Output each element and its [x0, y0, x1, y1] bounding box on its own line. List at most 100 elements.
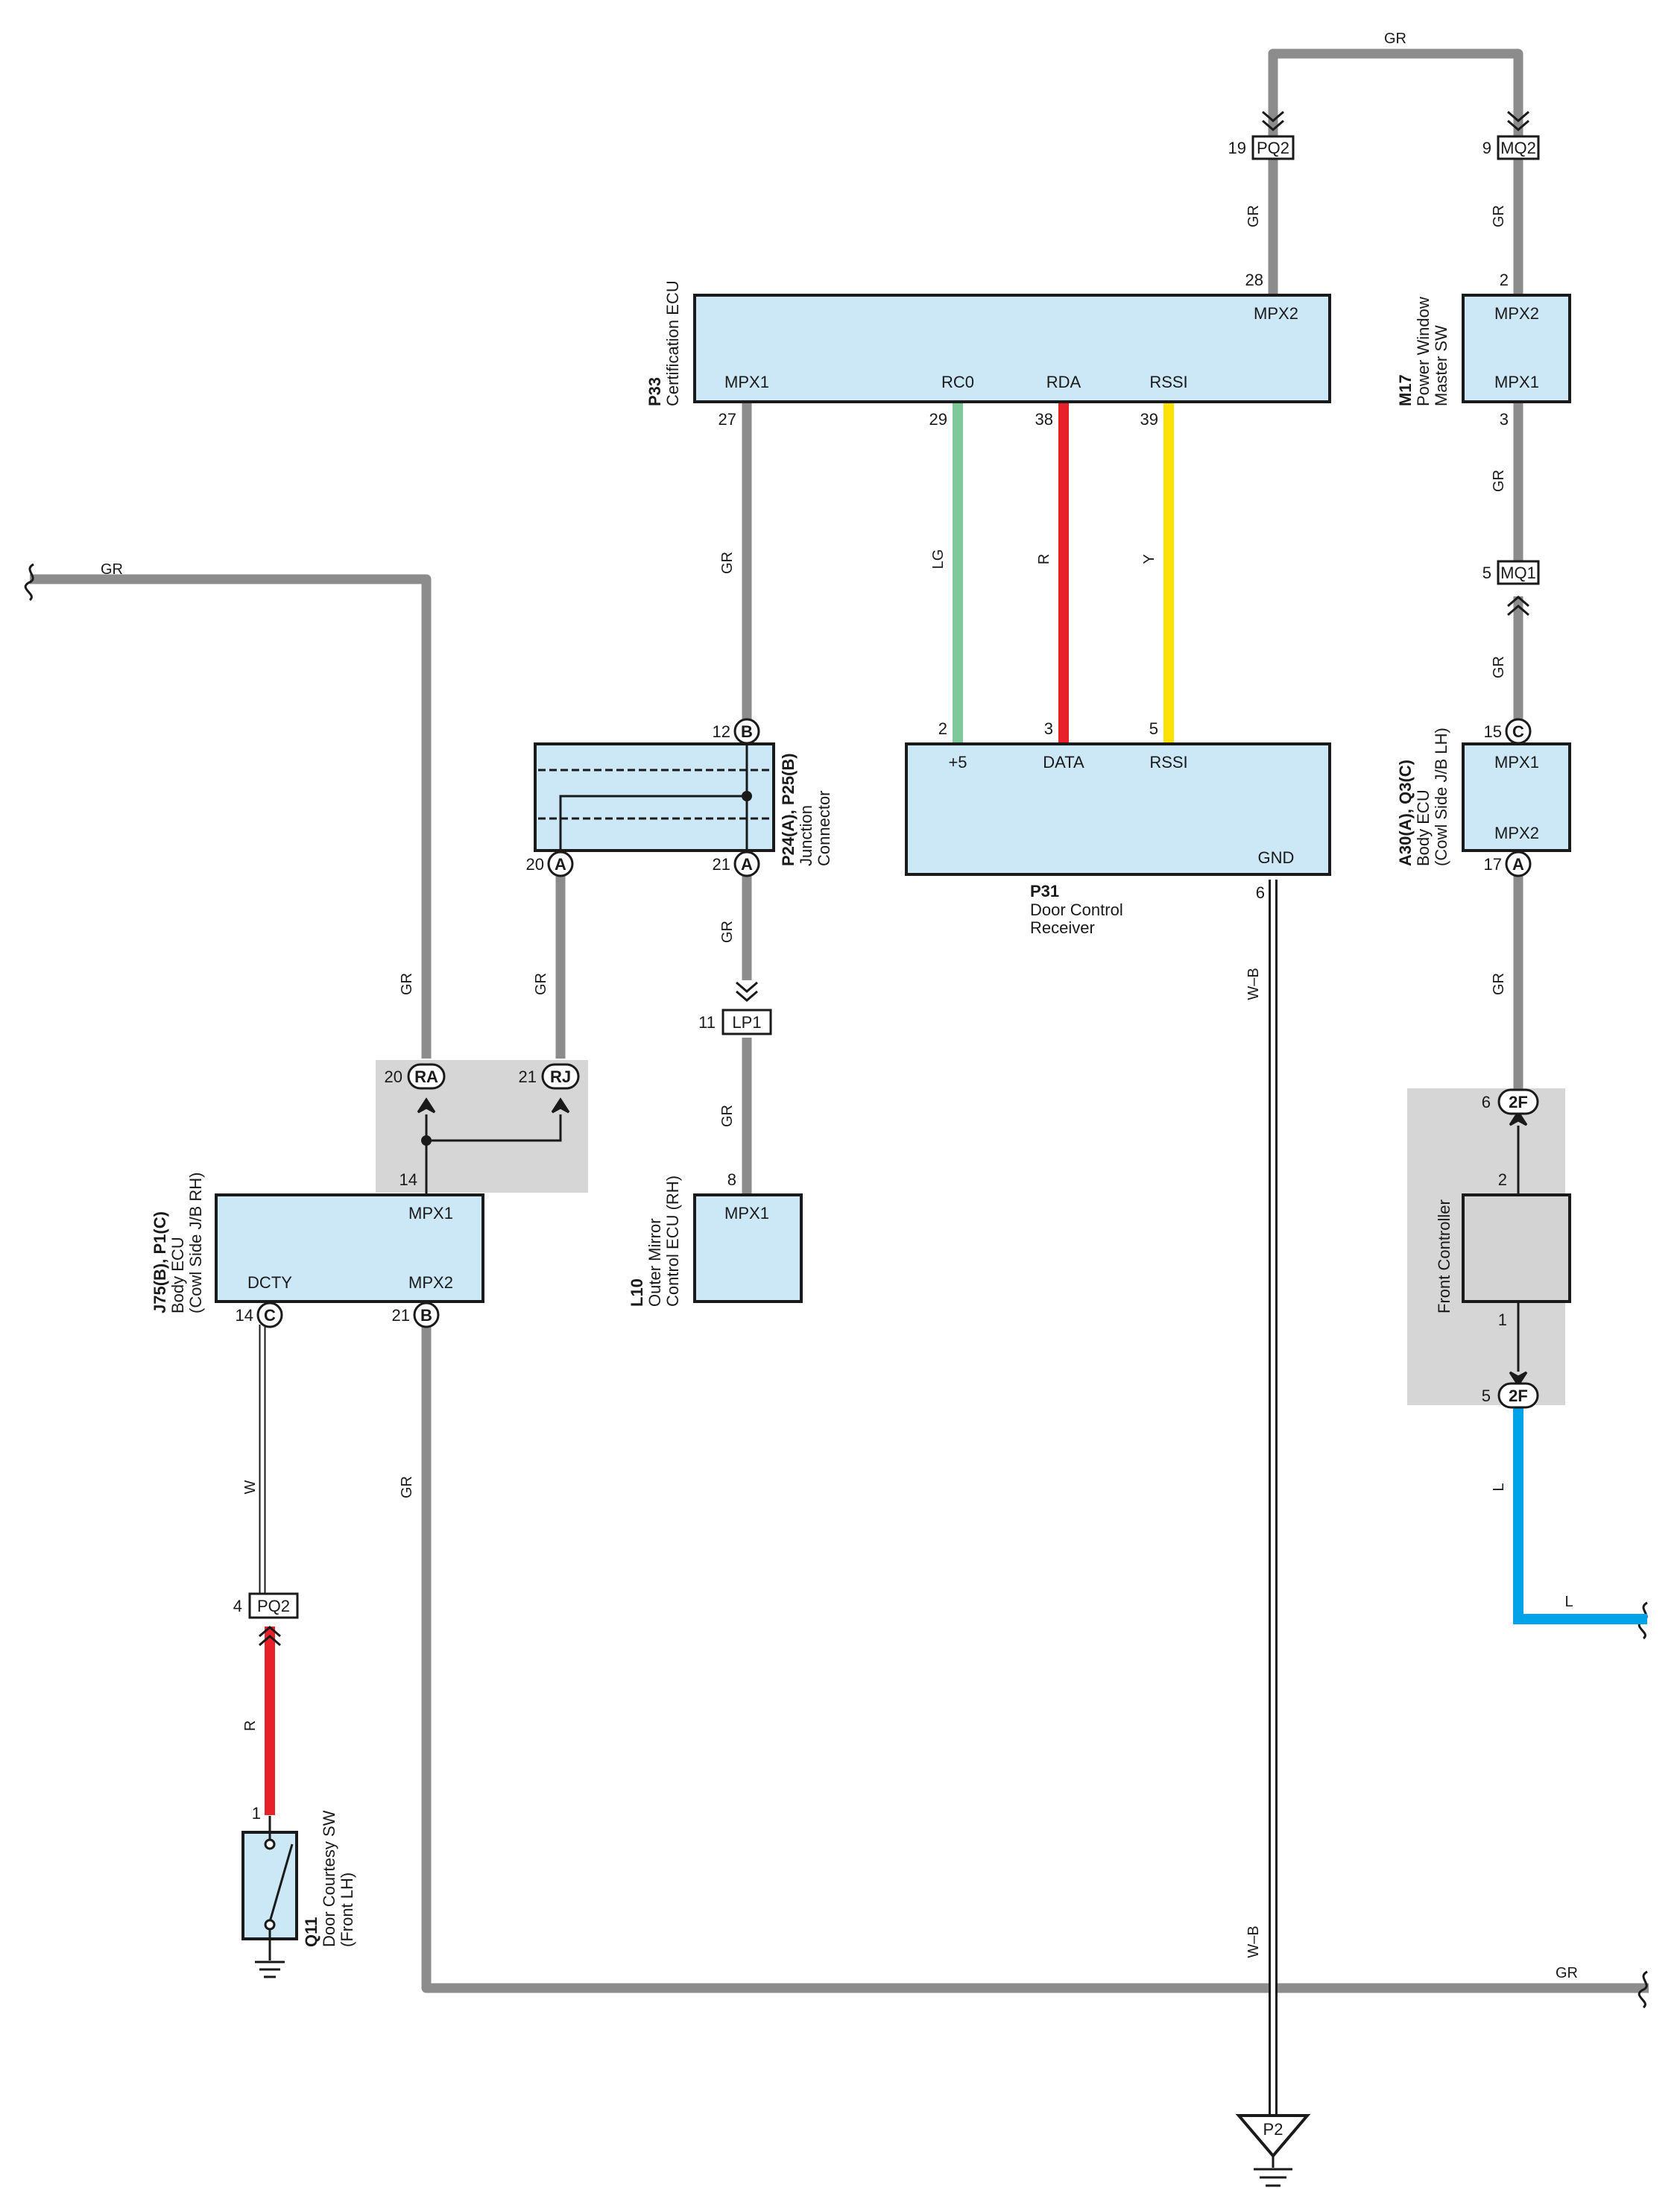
connector-2f-pin6	[1497, 1088, 1539, 1115]
connector-pq2-top-id: PQ2	[1257, 139, 1289, 157]
svg-text:A30(A), Q3(C): A30(A), Q3(C)	[1396, 760, 1415, 866]
pin-circle-j75-14	[256, 1302, 283, 1328]
front-controller-caption: Front Controller	[1435, 1199, 1453, 1313]
svg-text:Certification ECU: Certification ECU	[663, 280, 682, 406]
p24-pin-number-12: 12	[713, 722, 730, 741]
p33-pin-mpx1: MPX1	[724, 373, 769, 391]
l10-pin-mpx1: MPX1	[724, 1204, 769, 1223]
connector-pq2-low-id: PQ2	[257, 1597, 290, 1615]
svg-text:(Cowl Side J/B LH): (Cowl Side J/B LH)	[1432, 728, 1450, 866]
pin-circle-a30-17-label: A	[1512, 855, 1524, 874]
connector-lp1-id: LP1	[732, 1013, 761, 1032]
connector-ra-num: 20	[385, 1067, 402, 1086]
p31-pin-number-2: 2	[938, 719, 947, 738]
connector-rj-id: RJ	[550, 1067, 571, 1086]
q11-door-courtesy-switch	[241, 1816, 298, 1960]
pin-circle-p24-21	[733, 851, 760, 877]
pin-circle-p24-20-label: A	[555, 855, 566, 874]
p33-pin-rda: RDA	[1046, 373, 1081, 391]
wire-label-gr-left-top: GR	[101, 561, 123, 578]
wire-label-l-v: L	[1491, 1483, 1507, 1491]
wire-label-gr-lp1-a: GR	[719, 921, 736, 943]
wire-label-r-q11: R	[242, 1720, 259, 1731]
a30-caption: A30(A), Q3(C) Body ECU (Cowl Side J/B LH…	[1396, 728, 1450, 866]
connector-2f-pin5-num: 5	[1482, 1387, 1491, 1405]
connector-lp1-num: 11	[698, 1013, 716, 1032]
p33-pin-number-28: 28	[1245, 271, 1263, 289]
svg-text:(Cowl Side J/B RH): (Cowl Side J/B RH)	[186, 1173, 205, 1313]
front-controller-pin-number-2: 2	[1498, 1170, 1507, 1189]
body-ecu-rh-internal-splice	[417, 1097, 570, 1195]
m17-pin-number-3: 3	[1500, 410, 1509, 429]
wire-label-gr-bottom-v: GR	[399, 1476, 415, 1498]
connector-mq2-id: MQ2	[1500, 139, 1536, 157]
a30-pin-mpx2: MPX2	[1494, 824, 1539, 842]
m17-pin-mpx2: MPX2	[1494, 304, 1539, 323]
connector-mq2	[1497, 135, 1540, 160]
pin-circle-j75-14-label: C	[264, 1306, 276, 1325]
p31-pin-number-5: 5	[1149, 719, 1158, 738]
svg-text:P31: P31	[1030, 882, 1059, 900]
p33-certification-ecu-box	[693, 294, 1331, 403]
wire-label-gr-mq1: GR	[1491, 656, 1507, 678]
svg-text:GR: GR	[533, 973, 549, 995]
chevron-pq2-top-icon	[1262, 110, 1284, 131]
j75-pin-dcty: DCTY	[247, 1273, 292, 1292]
j75-pin-number-14-top: 14	[400, 1170, 417, 1189]
p33-caption: P33 Certification ECU	[645, 280, 682, 406]
pin-circle-a30-15	[1505, 718, 1532, 745]
svg-text:Front Controller: Front Controller	[1435, 1199, 1453, 1313]
svg-text:GR: GR	[399, 973, 415, 995]
connector-lp1	[721, 1009, 772, 1035]
pin-circle-p24-20	[547, 851, 574, 877]
j75-pin-number-21: 21	[392, 1306, 410, 1325]
svg-text:Master SW: Master SW	[1432, 325, 1450, 406]
wire-label-gr-left: GR	[399, 973, 415, 995]
p33-pin-number-39: 39	[1140, 410, 1158, 429]
m17-caption: M17 Power Window Master SW	[1396, 297, 1450, 406]
connector-pq2-top-num: 19	[1228, 139, 1246, 157]
pin-circle-j75-21-label: B	[420, 1306, 432, 1325]
l10-outer-mirror-ecu-box	[693, 1193, 803, 1303]
svg-text:L: L	[1491, 1483, 1507, 1491]
connector-ra	[407, 1063, 446, 1090]
svg-text:Q11: Q11	[302, 1917, 320, 1947]
p31-pin-number-6: 6	[1256, 883, 1265, 902]
p33-pin-number-29: 29	[929, 410, 947, 429]
svg-text:GR: GR	[399, 1476, 415, 1498]
ground-p2-symbol	[1235, 2114, 1311, 2187]
front-controller-box	[1462, 1193, 1571, 1303]
pin-circle-j75-21	[413, 1302, 440, 1328]
wire-label-wb-upper: W–B	[1245, 968, 1262, 1000]
svg-text:W–B: W–B	[1245, 1925, 1262, 1958]
connector-mq2-num: 9	[1482, 139, 1491, 157]
m17-pin-mpx1: MPX1	[1494, 373, 1539, 391]
wire-label-gr-mq2: GR	[1491, 205, 1507, 227]
connector-rj-num: 21	[519, 1067, 537, 1086]
connector-2f-pin6-num: 6	[1482, 1093, 1491, 1111]
pin-circle-p24-12-label: B	[741, 722, 753, 741]
svg-text:J75(B), P1(C): J75(B), P1(C)	[151, 1211, 169, 1313]
ground-p2-label: P2	[1263, 2120, 1283, 2139]
wire-label-gr-m17: GR	[1491, 470, 1507, 492]
svg-text:R: R	[1036, 554, 1052, 564]
pin-circle-p24-12	[733, 718, 760, 745]
wire-label-gr-rj: GR	[533, 973, 549, 995]
connector-pq2-low-num: 4	[233, 1597, 242, 1615]
p31-pin-data: DATA	[1043, 753, 1084, 772]
svg-text:Connector: Connector	[815, 790, 833, 866]
wire-label-r-rda: R	[1036, 554, 1052, 564]
p24-caption: P24(A), P25(B) Junction Connector	[779, 753, 833, 866]
q11-caption: Q11 Door Courtesy SW (Front LH)	[302, 1810, 356, 1947]
svg-text:Body ECU: Body ECU	[1414, 789, 1433, 866]
break-mark-right-gr	[1638, 1970, 1648, 2009]
svg-text:Door Courtesy SW: Door Courtesy SW	[320, 1810, 338, 1947]
wire-label-gr-top: GR	[1384, 31, 1406, 47]
wire-label-gr-a30: GR	[1491, 973, 1507, 995]
p33-pin-number-38: 38	[1035, 410, 1053, 429]
wire-label-l-h: L	[1564, 1594, 1573, 1610]
wire-label-gr-p33: GR	[719, 552, 736, 574]
wire-label-gr-lp1-b: GR	[719, 1105, 736, 1127]
svg-text:Y: Y	[1141, 554, 1158, 564]
m17-power-window-master-sw-box	[1462, 294, 1571, 403]
